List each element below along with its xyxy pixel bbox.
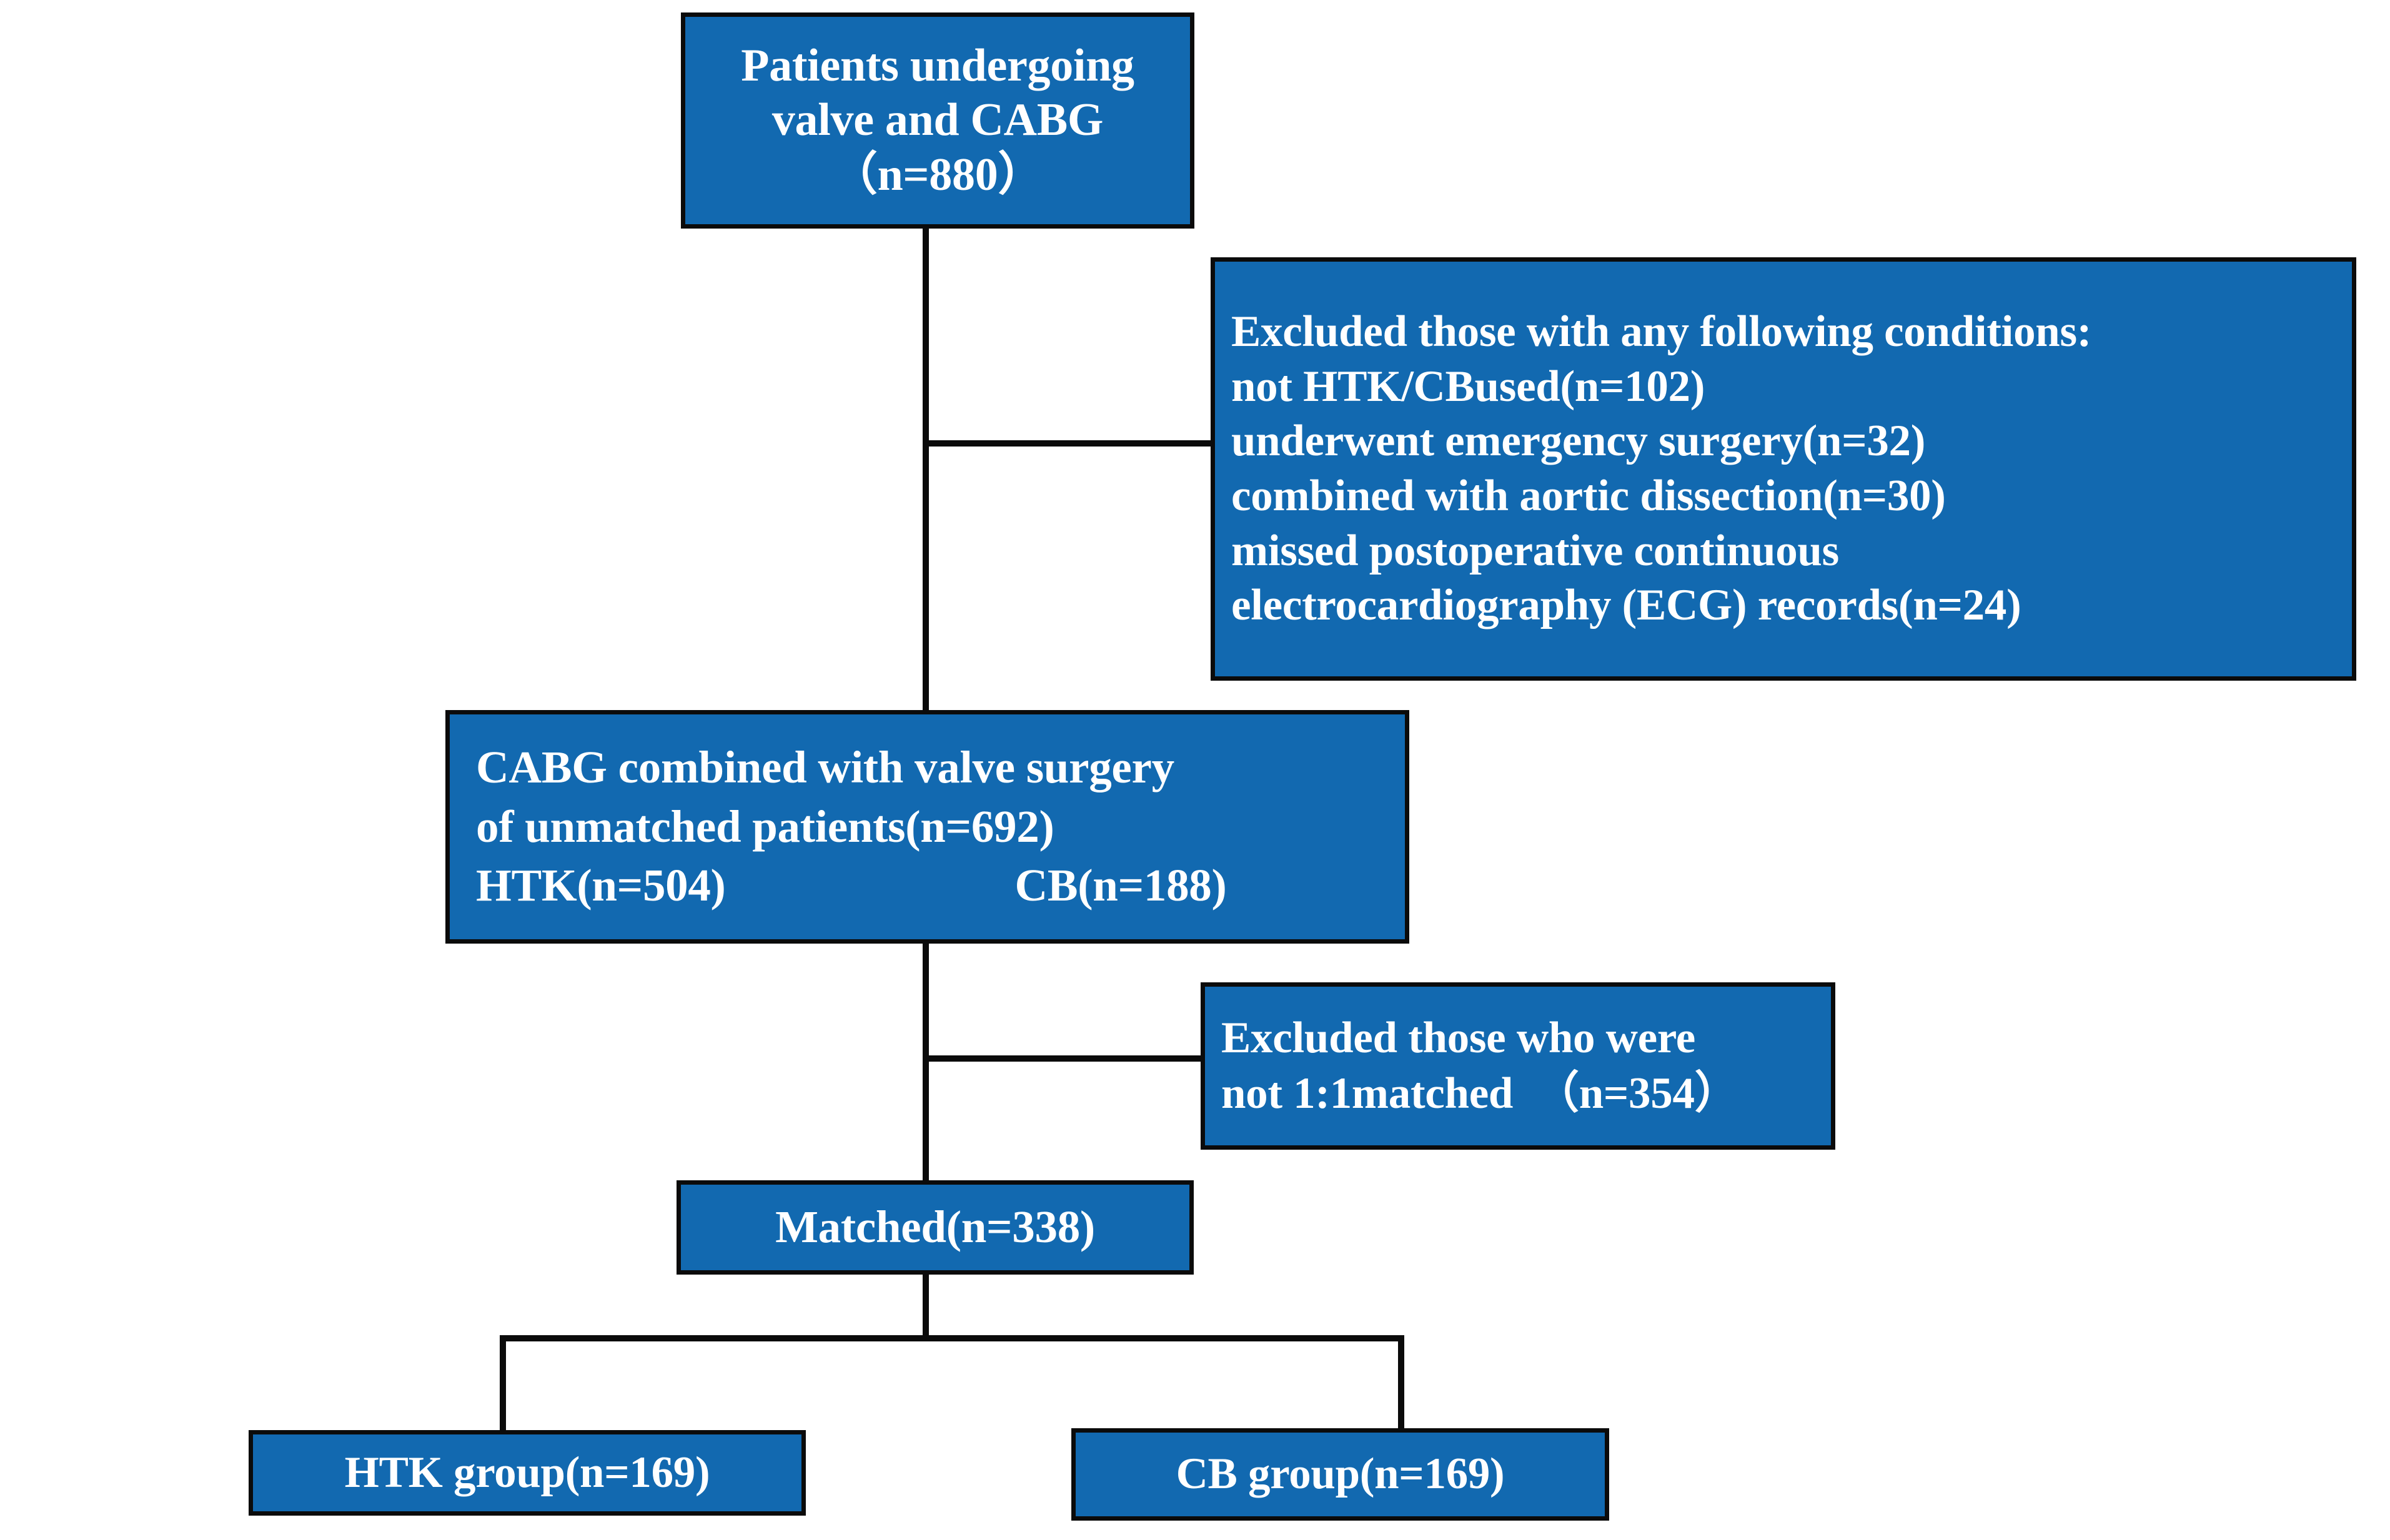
second-exclusion-line-2: not 1:1matched （n=354）: [1221, 1069, 1739, 1118]
matched-label: Matched(n=338): [775, 1202, 1095, 1253]
unmatched-line-2: of unmatched patients(n=692): [476, 801, 1054, 852]
unmatched-htk-count: HTK(n=504): [476, 860, 726, 911]
connector-middle-to-matched: [923, 943, 929, 1182]
first-exclusion-box[interactable]: Excluded those with any following condit…: [1211, 257, 2356, 681]
enrollment-line-2: valve and CABG: [771, 94, 1104, 146]
first-exclusion-header: Excluded those with any following condit…: [1231, 307, 2092, 356]
htk-group-label: HTK group(n=169): [344, 1448, 710, 1497]
unmatched-group-row: HTK(n=504) CB(n=188): [476, 856, 1405, 916]
connector-split-to-cb: [1398, 1335, 1404, 1430]
second-exclusion-line-1: Excluded those who were: [1221, 1013, 1695, 1062]
cb-group-box[interactable]: CB group(n=169): [1071, 1428, 1609, 1521]
enrollment-line-1: Patients undergoing: [741, 40, 1134, 92]
enrollment-count: （n=880）: [831, 149, 1044, 200]
unmatched-line-1: CABG combined with valve surgery: [476, 741, 1174, 792]
first-exclusion-item-2: underwent emergency surgery(n=32): [1231, 417, 1926, 466]
matched-cohort-box[interactable]: Matched(n=338): [677, 1180, 1194, 1275]
htk-group-box[interactable]: HTK group(n=169): [249, 1430, 806, 1516]
first-exclusion-item-3: combined with aortic dissection(n=30): [1231, 471, 1946, 520]
connector-split-to-htk: [500, 1335, 506, 1432]
connector-matched-to-split: [923, 1275, 929, 1340]
connector-branch-to-exclusion-1: [923, 440, 1213, 447]
unmatched-cohort-box[interactable]: CABG combined with valve surgery of unma…: [445, 710, 1409, 944]
unmatched-cb-count: CB(n=188): [1014, 860, 1227, 911]
enrollment-box[interactable]: Patients undergoing valve and CABG （n=88…: [681, 12, 1194, 229]
first-exclusion-item-4a: missed postoperative continuous: [1231, 526, 1839, 575]
connector-split-bar: [500, 1335, 1404, 1341]
connector-top-to-middle: [923, 229, 929, 711]
first-exclusion-item-4b: electrocardiography (ECG) records(n=24): [1231, 581, 2021, 630]
connector-branch-to-exclusion-2: [923, 1055, 1203, 1062]
first-exclusion-item-1: not HTK/CBused(n=102): [1231, 362, 1705, 411]
cb-group-label: CB group(n=169): [1176, 1449, 1505, 1499]
second-exclusion-box[interactable]: Excluded those who were not 1:1matched （…: [1201, 982, 1835, 1150]
